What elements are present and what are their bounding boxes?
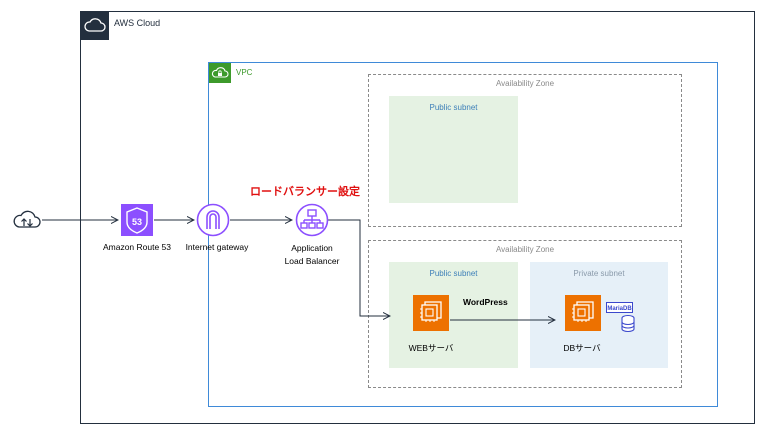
db-server-label: DBサーバ [563, 343, 601, 353]
internet-cloud-icon [11, 207, 43, 238]
subnet-label: Public subnet [429, 269, 478, 278]
internet-gateway-label: Internet gateway [185, 242, 249, 252]
internet-gateway-icon [196, 203, 230, 242]
web-server-ec2-icon [413, 295, 449, 336]
aws-cloud-icon [81, 12, 109, 40]
mariadb-badge-text: MariaDB [607, 306, 632, 312]
route53-icon: 53 [121, 204, 153, 241]
load-balancer-label-line1: Application [291, 243, 333, 253]
load-balancer-label-line2: Load Balancer [284, 256, 340, 266]
availability-zone-1: Availability Zone [368, 74, 682, 227]
web-server-label: WEBサーバ [408, 343, 454, 353]
route53-badge-text: 53 [132, 217, 142, 227]
db-server-ec2-icon [565, 295, 601, 336]
subnet-label: Private subnet [573, 269, 625, 278]
aws-cloud-label: AWS Cloud [114, 18, 161, 28]
load-balancer-label: Application Load Balancer [272, 242, 352, 268]
vpc-icon [209, 63, 231, 83]
subnet-label: Public subnet [429, 103, 478, 112]
load-balancer-setting-note: ロードバランサー設定 [250, 186, 360, 198]
wordpress-label: WordPress [463, 297, 508, 307]
public-subnet-1: Public subnet [389, 96, 518, 203]
mariadb-database-icon: MariaDB [606, 302, 638, 339]
availability-zone-label: Availability Zone [495, 79, 555, 88]
availability-zone-label: Availability Zone [495, 245, 555, 254]
connector-alb-to-web [328, 219, 390, 316]
load-balancer-icon [295, 203, 329, 242]
aws-cloud-group: AWS Cloud [80, 11, 755, 424]
vpc-label: VPC [236, 68, 253, 77]
public-subnet-2: Public subnet [389, 262, 518, 368]
route53-label: Amazon Route 53 [102, 242, 172, 252]
availability-zone-2: Availability Zone [368, 240, 682, 388]
